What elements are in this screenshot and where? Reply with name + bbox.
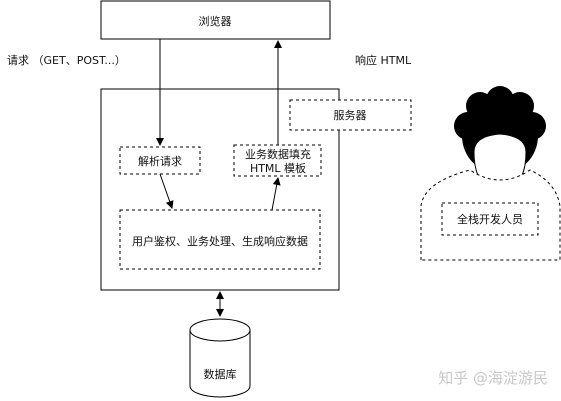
person-figure: 全栈开发人员	[420, 86, 561, 261]
response-edge-label: 响应 HTML	[355, 53, 412, 67]
request-edge-label: 请求 （GET、POST...）	[7, 54, 126, 67]
parse-request-label: 解析请求	[138, 154, 182, 168]
database-node: 数据库	[189, 318, 251, 398]
parse-to-processing-arrow	[159, 173, 174, 209]
server-node: 服务器	[289, 99, 412, 131]
processing-node: 用户鉴权、业务处理、生成响应数据	[119, 209, 321, 270]
browser-node: 浏览器	[100, 0, 331, 40]
fill-template-label-line2: HTML 模板	[250, 161, 306, 175]
parse-request-node: 解析请求	[119, 146, 201, 175]
processing-label: 用户鉴权、业务处理、生成响应数据	[132, 234, 308, 248]
watermark-text: 知乎 @海淀游民	[438, 369, 548, 387]
fill-template-node: 业务数据填充 HTML 模板	[233, 144, 322, 177]
fullstack-dev-label: 全栈开发人员	[457, 212, 523, 226]
database-label: 数据库	[204, 367, 237, 381]
browser-label: 浏览器	[199, 14, 232, 28]
fill-template-label-line1: 业务数据填充	[245, 147, 311, 161]
processing-to-template-arrow	[271, 177, 281, 211]
server-label: 服务器	[334, 109, 367, 122]
